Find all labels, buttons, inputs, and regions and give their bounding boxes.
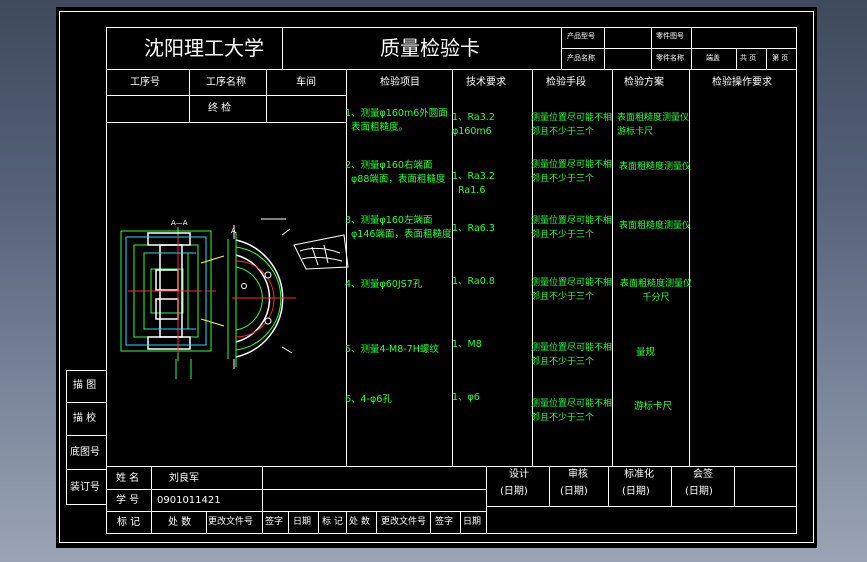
footer-count: 处 数 bbox=[168, 517, 192, 528]
row-1-item: 1、测量φ160m6外圆面 表面粗糙度。 bbox=[345, 108, 448, 133]
drawing-sheet: 沈阳理工大学 质量检验卡 产品型号 零件图号 产品名称 零件名称 端盖 共 页 … bbox=[56, 7, 817, 548]
col-plan: 检验方案 bbox=[624, 77, 664, 88]
design-date: (日期) bbox=[500, 486, 528, 497]
part-drawing-label: 零件图号 bbox=[656, 32, 684, 40]
side-label-base-no: 底图号 bbox=[70, 447, 100, 458]
footer-mark-2: 标 记 bbox=[322, 517, 343, 527]
col-workshop: 车间 bbox=[296, 77, 316, 88]
total-pages: 共 页 bbox=[740, 54, 757, 62]
row-6-req: 1、φ6 bbox=[452, 392, 480, 403]
row-2-item: 2、测量φ160右端面 φ88端面，表面粗糙度 bbox=[345, 160, 446, 185]
card-title: 质量检验卡 bbox=[380, 36, 480, 60]
row-5-item: 5、测量4-M8-7H螺纹 bbox=[345, 344, 439, 355]
row-5-plan: 量规 bbox=[636, 347, 656, 358]
product-model-label: 产品型号 bbox=[567, 32, 595, 40]
col-process-no: 工序号 bbox=[130, 77, 160, 88]
col-process-name: 工序名称 bbox=[206, 77, 246, 88]
side-label-check: 描 校 bbox=[73, 413, 97, 424]
col-means: 检验手段 bbox=[546, 77, 586, 88]
row-4-item: 4、测量φ60JS7孔 bbox=[345, 279, 423, 290]
id-label: 学 号 bbox=[116, 495, 140, 506]
page-no: 第 页 bbox=[772, 54, 789, 62]
part-name-label: 零件名称 bbox=[656, 54, 684, 62]
row-6-plan: 游标卡尺 bbox=[634, 401, 673, 412]
side-label-binding-no: 装订号 bbox=[70, 482, 100, 493]
id-value: 0901011421 bbox=[157, 495, 221, 506]
row-6-item: 6、4-φ6孔 bbox=[345, 394, 392, 405]
review-label: 审核 bbox=[568, 469, 588, 480]
section-label: A—A bbox=[171, 219, 188, 227]
sign-label: 会签 bbox=[693, 469, 713, 480]
review-date: (日期) bbox=[560, 486, 588, 497]
part-name-value: 端盖 bbox=[706, 54, 720, 62]
row-2-means: 测量位置尽可能不相 邻且不少于三个 bbox=[531, 160, 613, 184]
row-6-means: 测量位置尽可能不相 邻且不少于三个 bbox=[531, 399, 613, 423]
part-drawing: A—A A bbox=[120, 218, 349, 379]
row-3-item: 3、测量φ160左端面 φ146端面，表面粗糙度 bbox=[345, 215, 452, 240]
row-3-plan: 表面粗糙度测量仪 bbox=[619, 221, 692, 231]
footer-change-doc: 更改文件号 bbox=[208, 517, 254, 527]
row-4-plan: 表面粗糙度测量仪 千分尺 bbox=[620, 279, 693, 303]
row-1-plan: 表面粗糙度测量仪 游标卡尺 bbox=[617, 113, 690, 137]
school-name: 沈阳理工大学 bbox=[144, 36, 264, 60]
row-3-means: 测量位置尽可能不相 邻且不少于三个 bbox=[531, 216, 613, 240]
row-4-req: 1、Ra0.8 bbox=[452, 276, 495, 287]
footer-signature: 签字 bbox=[265, 517, 284, 527]
process-name-value: 终 检 bbox=[208, 103, 232, 114]
footer-mark: 标 记 bbox=[117, 517, 141, 528]
col-requirements: 技术要求 bbox=[466, 77, 506, 88]
row-2-plan: 表面粗糙度测量仪 bbox=[619, 162, 692, 172]
row-3-req: 1、Ra6.3 bbox=[452, 223, 495, 234]
col-operation: 检验操作要求 bbox=[712, 77, 772, 88]
name-label: 姓 名 bbox=[116, 473, 140, 484]
product-name-label: 产品名称 bbox=[567, 54, 595, 62]
row-5-means: 测量位置尽可能不相 邻且不少于三个 bbox=[531, 343, 613, 367]
row-5-req: 1、M8 bbox=[452, 339, 482, 350]
name-value: 刘良军 bbox=[169, 473, 199, 484]
footer-signature-2: 签字 bbox=[435, 517, 454, 527]
sign-date: (日期) bbox=[685, 486, 713, 497]
design-label: 设计 bbox=[509, 469, 529, 480]
standard-label: 标准化 bbox=[624, 469, 654, 480]
side-label-trace: 描 图 bbox=[73, 380, 97, 391]
row-1-req: 1、Ra3.2 φ160m6 bbox=[452, 112, 495, 137]
standard-date: (日期) bbox=[622, 486, 650, 497]
view-label: A bbox=[231, 227, 236, 235]
row-4-means: 测量位置尽可能不相 邻且不少于三个 bbox=[531, 278, 613, 302]
row-2-req: 1、Ra3.2 Ra1.6 bbox=[452, 171, 495, 196]
row-1-means: 测量位置尽可能不相 邻且不少于三个 bbox=[531, 113, 613, 137]
footer-date-2: 日期 bbox=[463, 517, 482, 527]
footer-date: 日期 bbox=[293, 517, 312, 527]
footer-change-doc-2: 更改文件号 bbox=[381, 517, 427, 527]
footer-count-2: 处 数 bbox=[349, 517, 370, 527]
col-items: 检验项目 bbox=[380, 77, 420, 88]
